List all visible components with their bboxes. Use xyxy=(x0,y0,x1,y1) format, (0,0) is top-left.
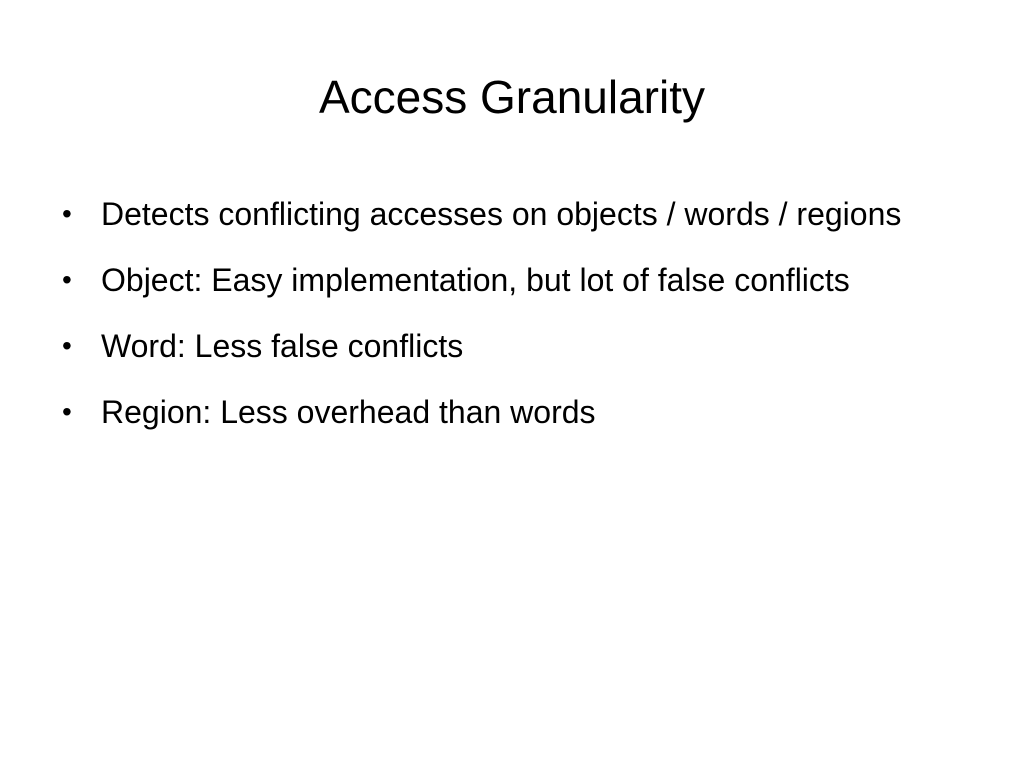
bullet-icon: • xyxy=(62,198,72,229)
bullet-icon: • xyxy=(62,330,72,361)
bullet-text: Object: Easy implementation, but lot of … xyxy=(101,262,850,298)
bullet-text: Region: Less overhead than words xyxy=(101,394,596,430)
bullet-item: • Word: Less false conflicts xyxy=(56,320,956,372)
bullet-text: Detects conflicting accesses on objects … xyxy=(101,196,902,232)
bullet-item: • Region: Less overhead than words xyxy=(56,386,956,438)
bullet-list: • Detects conflicting accesses on object… xyxy=(56,188,956,452)
bullet-icon: • xyxy=(62,264,72,295)
bullet-text: Word: Less false conflicts xyxy=(101,328,464,364)
bullet-item: • Object: Easy implementation, but lot o… xyxy=(56,254,956,306)
bullet-icon: • xyxy=(62,396,72,427)
bullet-item: • Detects conflicting accesses on object… xyxy=(56,188,956,240)
slide-title: Access Granularity xyxy=(318,71,705,123)
